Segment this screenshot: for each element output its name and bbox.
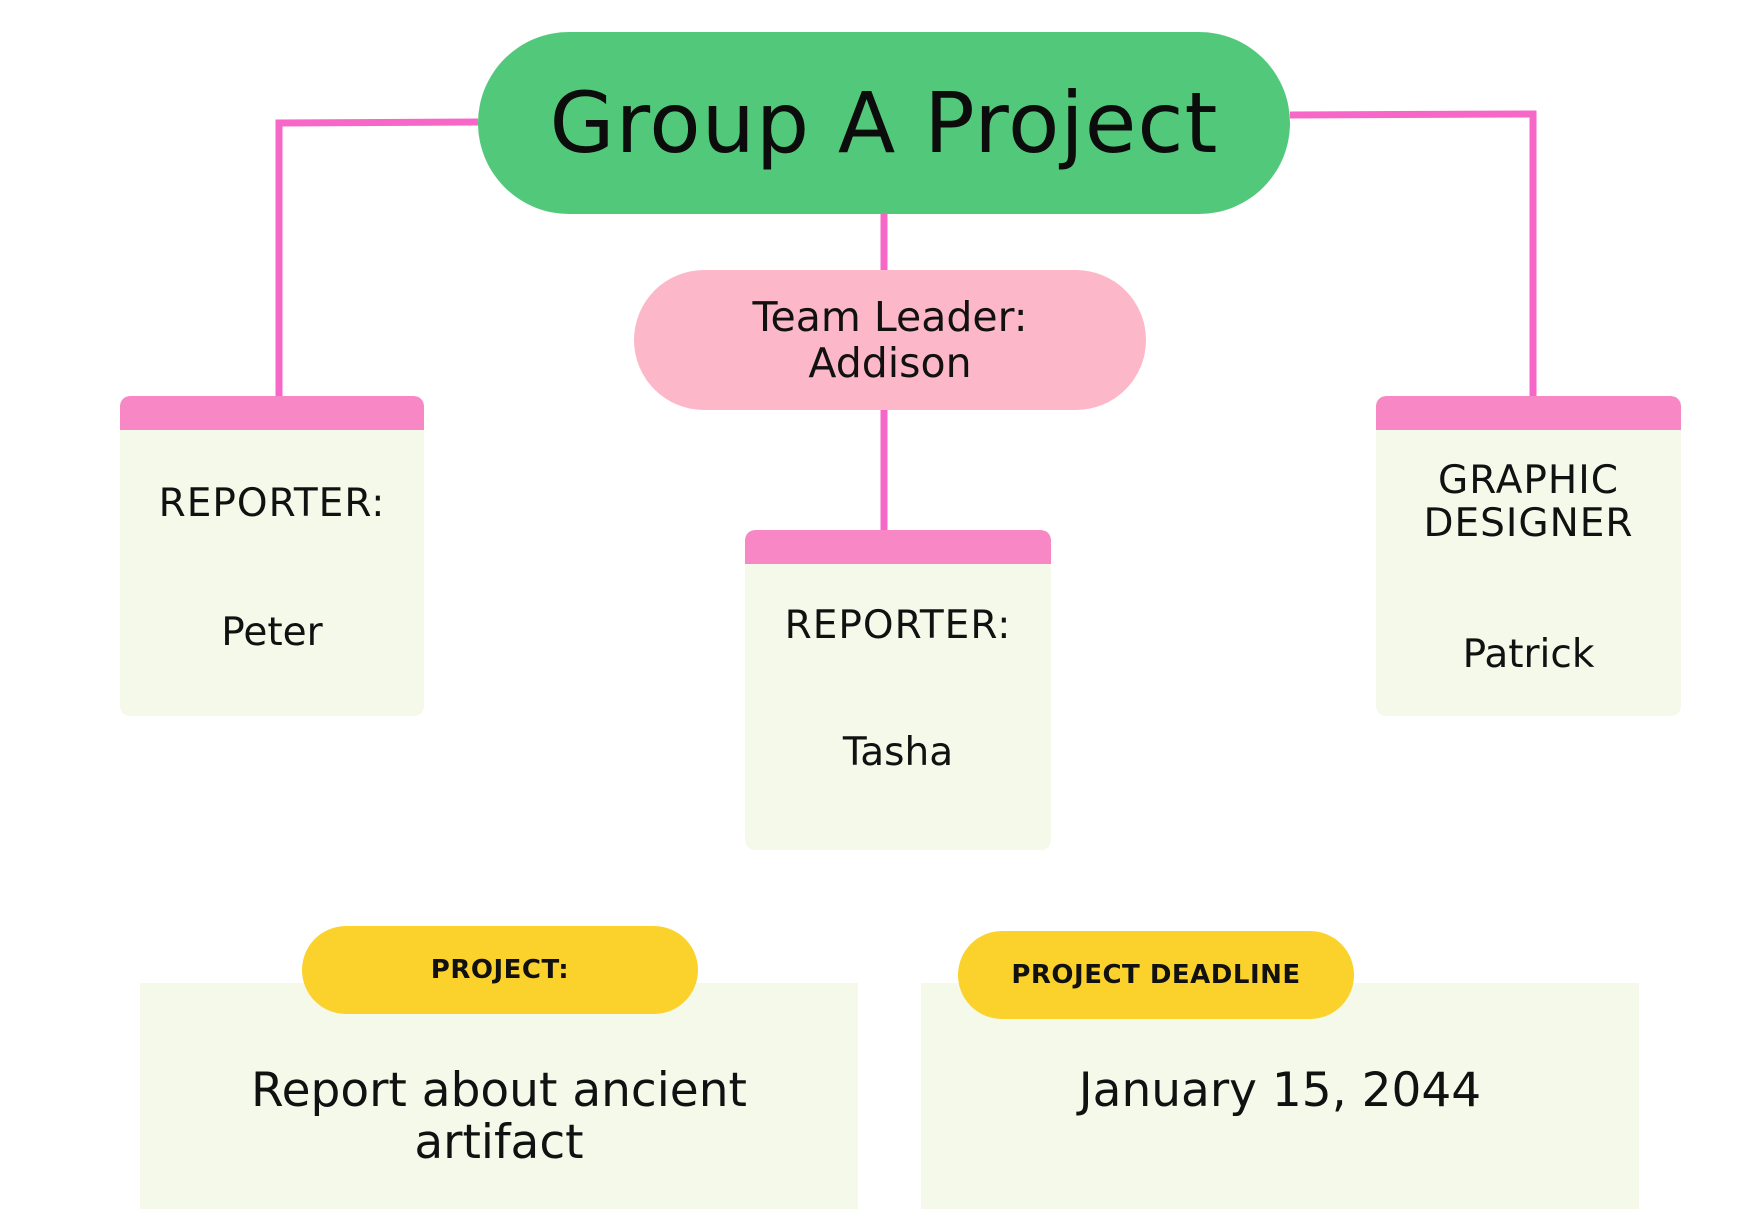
project-title: Group A Project bbox=[549, 74, 1219, 172]
connector-title-to-peter bbox=[275, 118, 479, 397]
card-tab bbox=[120, 396, 424, 430]
member-role-line1: GRAPHIC bbox=[1438, 458, 1619, 503]
member-role: REPORTER: bbox=[158, 481, 386, 526]
member-name: Patrick bbox=[1462, 632, 1595, 677]
team-leader-node: Team Leader: Addison bbox=[634, 270, 1146, 410]
project-label: PROJECT: bbox=[430, 955, 570, 985]
member-role-line2: DESIGNER bbox=[1423, 501, 1634, 546]
member-name: Peter bbox=[221, 610, 323, 655]
deadline-label: PROJECT DEADLINE bbox=[1011, 960, 1301, 990]
card-tab bbox=[745, 530, 1051, 564]
team-leader-name: Addison bbox=[808, 339, 972, 387]
connector-title-to-patrick bbox=[1289, 110, 1537, 397]
project-description-line2: artifact bbox=[414, 1115, 584, 1170]
deadline-label-badge: PROJECT DEADLINE bbox=[958, 931, 1354, 1019]
member-card-peter: REPORTER: Peter bbox=[120, 396, 424, 716]
member-role: REPORTER: bbox=[784, 603, 1012, 648]
project-description-line1: Report about ancient bbox=[251, 1063, 747, 1118]
project-label-badge: PROJECT: bbox=[302, 926, 698, 1014]
project-title-node: Group A Project bbox=[478, 32, 1290, 214]
member-name: Tasha bbox=[842, 730, 954, 775]
deadline-info-box: January 15, 2044 bbox=[921, 983, 1639, 1209]
card-tab bbox=[1376, 396, 1681, 430]
team-leader-label: Team Leader: bbox=[752, 293, 1028, 341]
project-info-box: Report about ancient artifact bbox=[140, 983, 858, 1209]
deadline-date: January 15, 2044 bbox=[1078, 1063, 1482, 1118]
member-card-patrick: GRAPHIC DESIGNER Patrick bbox=[1376, 396, 1681, 716]
member-card-tasha: REPORTER: Tasha bbox=[745, 530, 1051, 850]
